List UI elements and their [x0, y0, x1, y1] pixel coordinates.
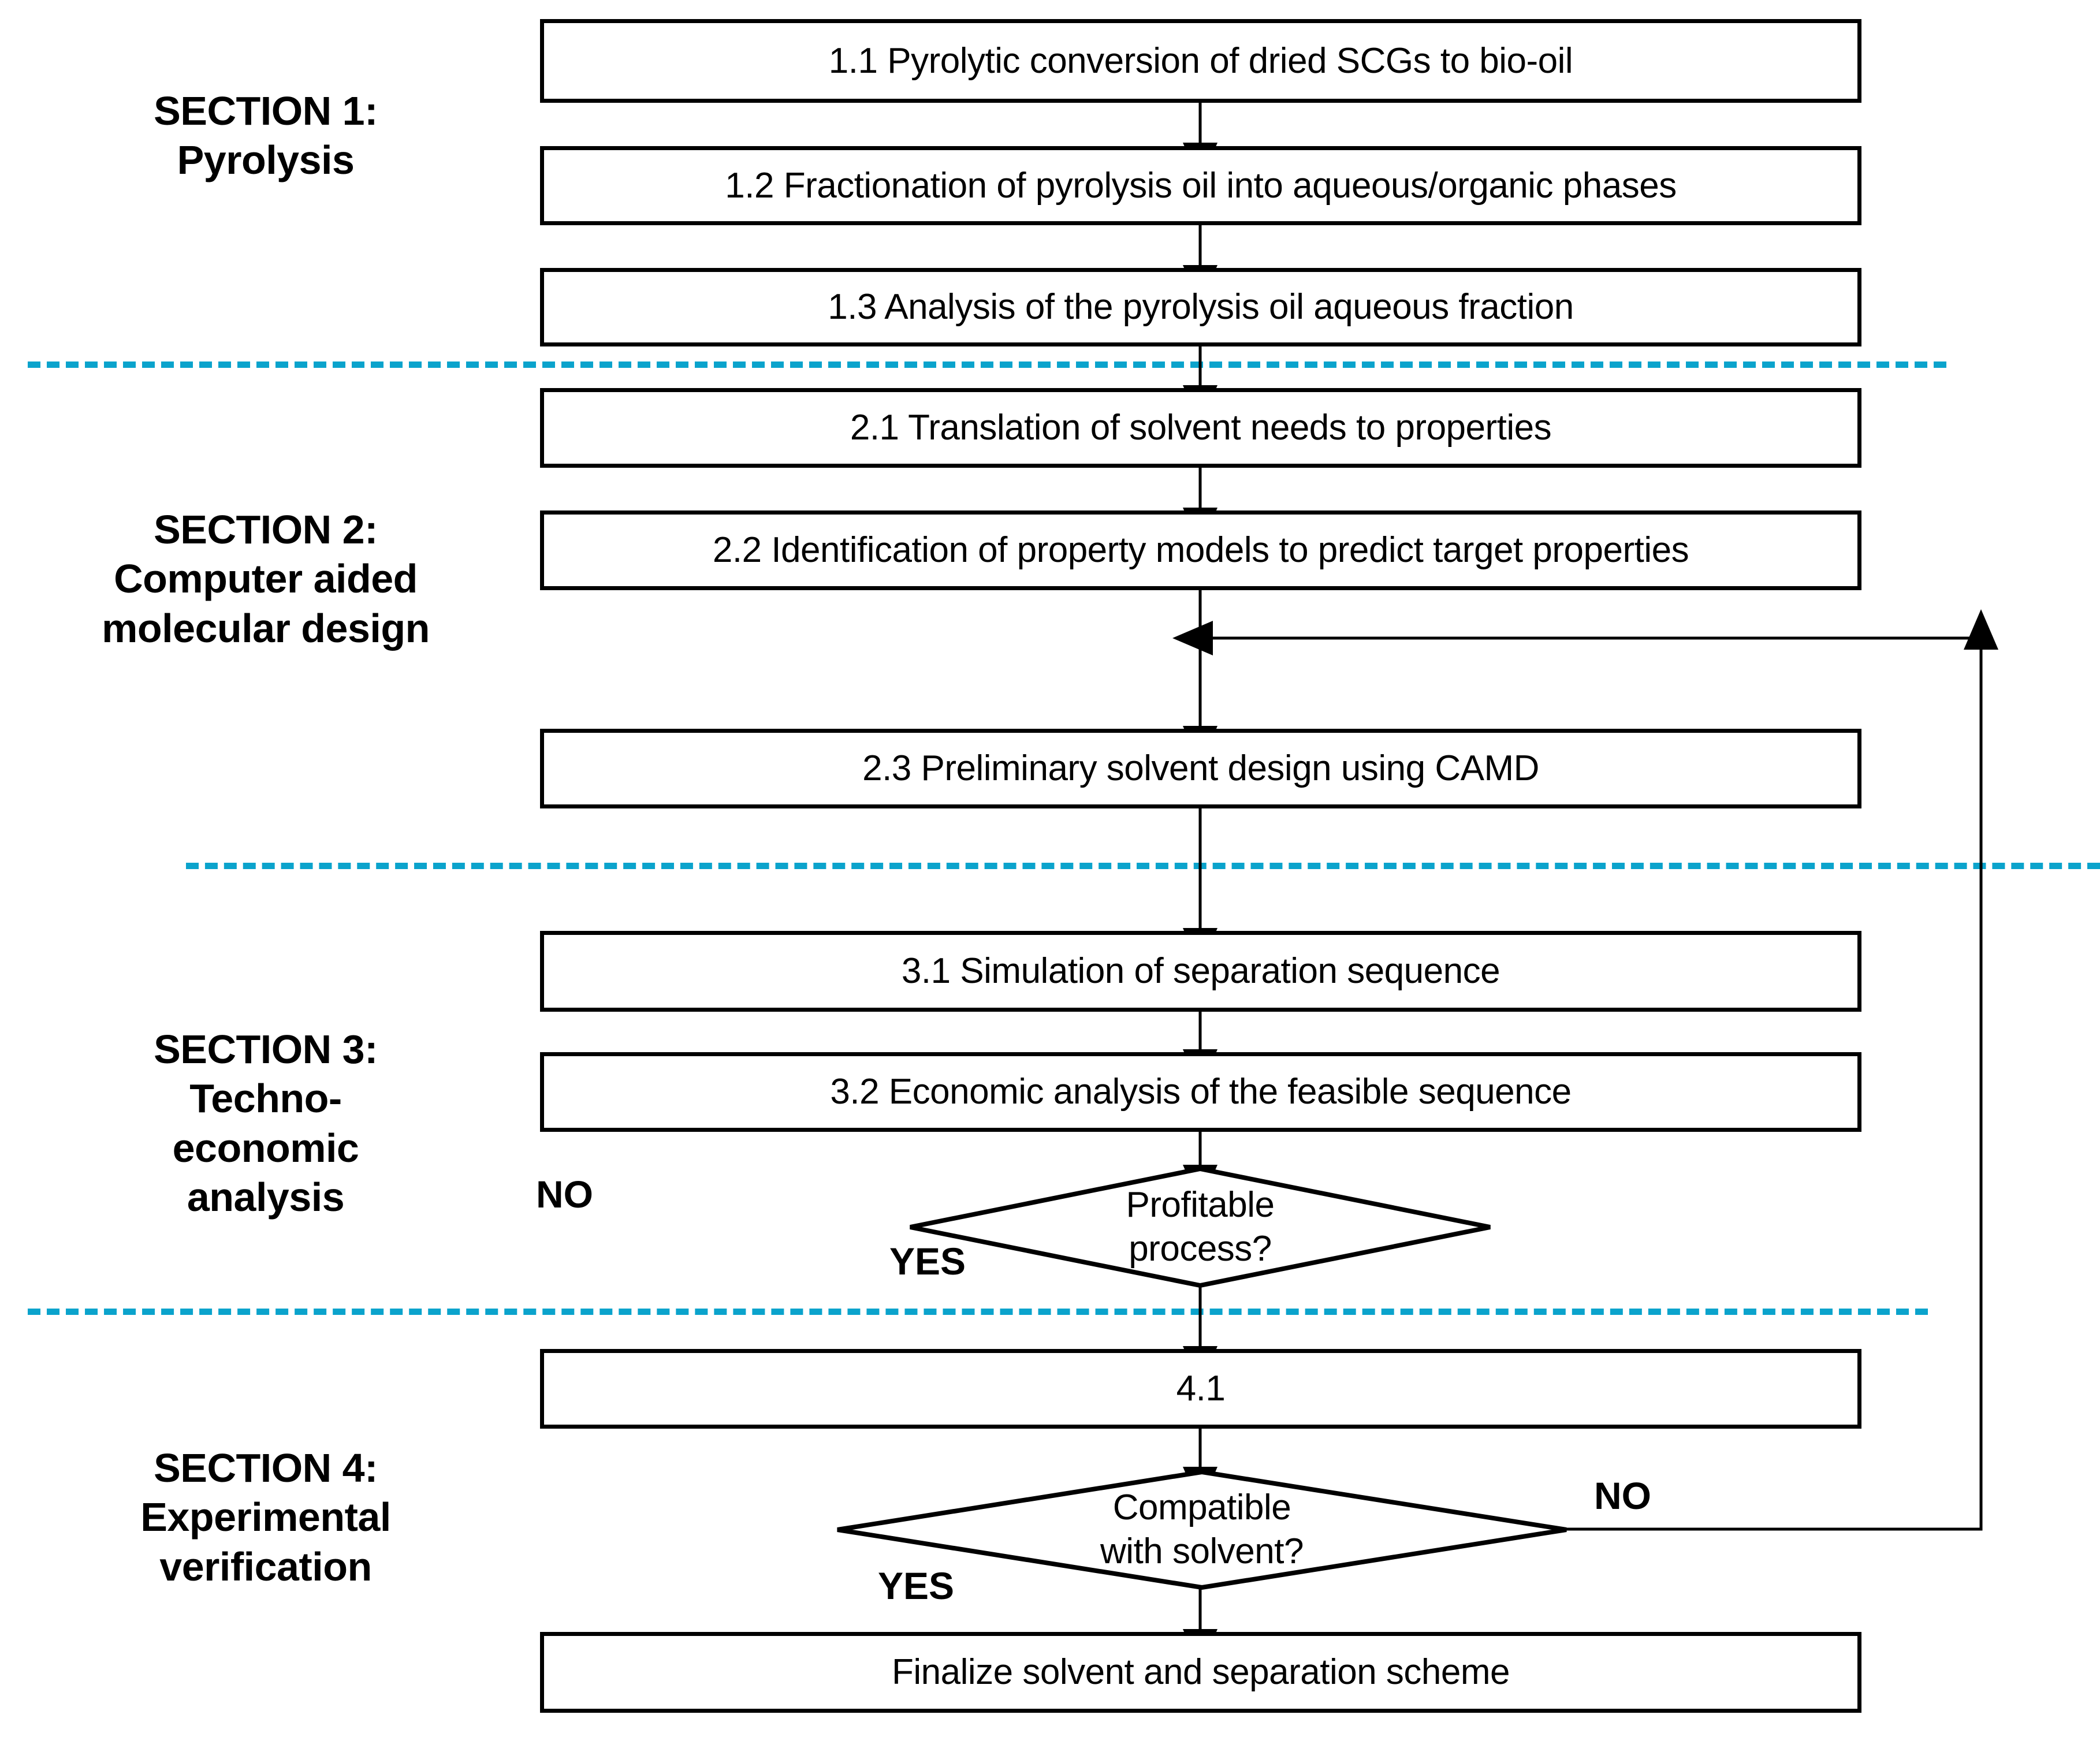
section-divider-2 — [186, 863, 2100, 869]
process-box-2-3[interactable]: 2.3 Preliminary solvent design using CAM… — [540, 729, 1861, 808]
branch-label-compatible-yes: YES — [878, 1564, 955, 1607]
process-box-1-3[interactable]: 1.3 Analysis of the pyrolysis oil aqueou… — [540, 268, 1861, 346]
process-box-3-2[interactable]: 3.2 Economic analysis of the feasible se… — [540, 1052, 1861, 1132]
branch-label-profitable-no: NO — [536, 1173, 593, 1216]
process-box-2-2[interactable]: 2.2 Identification of property models to… — [540, 510, 1861, 590]
branch-label-compatible-no: NO — [1594, 1474, 1651, 1517]
branch-label-profitable-yes: YES — [889, 1240, 966, 1283]
process-box-1-1[interactable]: 1.1 Pyrolytic conversion of dried SCGs t… — [540, 19, 1861, 103]
process-box-3-1[interactable]: 3.1 Simulation of separation sequence — [540, 931, 1861, 1012]
process-box-1-2[interactable]: 1.2 Fractionation of pyrolysis oil into … — [540, 146, 1861, 225]
process-box-finalize[interactable]: Finalize solvent and separation scheme — [540, 1632, 1861, 1713]
section-divider-3 — [28, 1309, 1928, 1315]
section-label-1: SECTION 1:Pyrolysis — [154, 88, 378, 183]
process-box-4-1[interactable]: 4.1 — [540, 1349, 1861, 1429]
process-box-2-1[interactable]: 2.1 Translation of solvent needs to prop… — [540, 388, 1861, 468]
section-divider-1 — [28, 361, 1946, 368]
